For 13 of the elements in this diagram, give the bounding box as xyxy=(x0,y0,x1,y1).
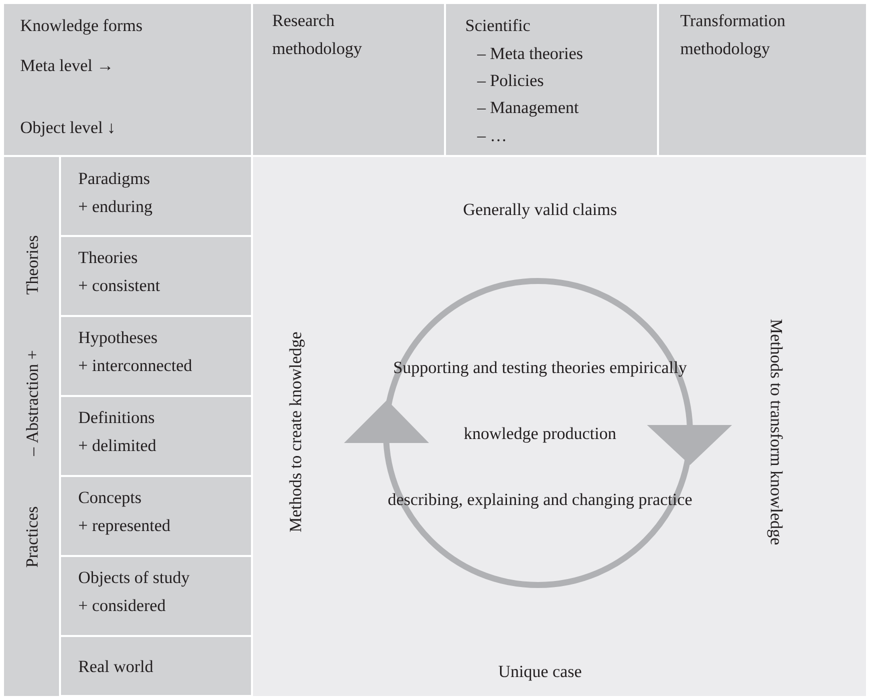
row-cell: Concepts + represented xyxy=(61,477,251,555)
row-cell: Objects of study + considered xyxy=(61,557,251,635)
row-cell: Theories + consistent xyxy=(61,237,251,315)
row-cell: Hypotheses + interconnected xyxy=(61,317,251,395)
row-cell: Definitions + delimited xyxy=(61,397,251,475)
axis-cell: Practices – Abstraction + Theories xyxy=(4,157,59,696)
row-cell: Paradigms + enduring xyxy=(61,157,251,235)
header-cell: Scientific – Meta theories – Policies – Management – … xyxy=(446,4,657,155)
diagram-panel: Generally valid claims Methods to create knowledge Supporting and testing theories empirically knowledge production describing, explaining and changing practice Methods to transform knowledge Unique case xyxy=(253,157,866,696)
row-cell: Real world xyxy=(61,637,251,695)
header-cell: Research methodology xyxy=(253,4,444,155)
header-cell: Knowledge forms Meta level → Object level ↓ xyxy=(4,4,251,155)
header-cell: Transformation methodology xyxy=(659,4,866,155)
